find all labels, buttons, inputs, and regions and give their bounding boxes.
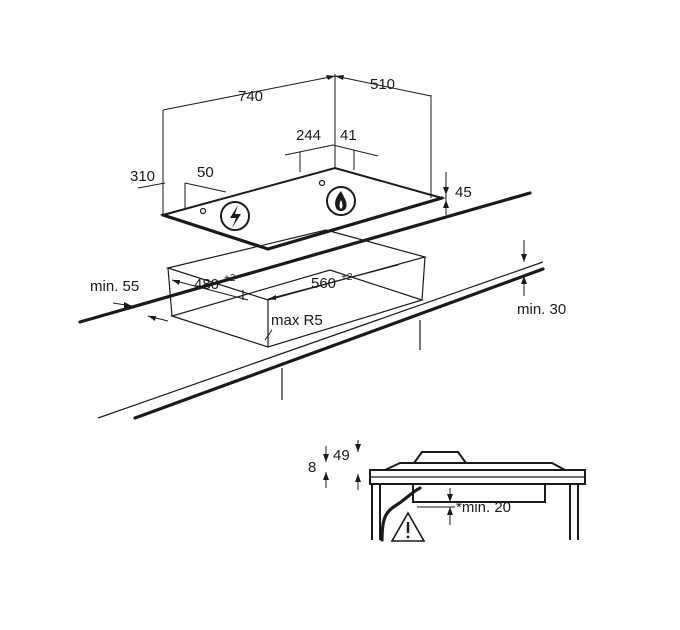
arrowhead xyxy=(124,302,132,308)
label-width: 740 xyxy=(238,88,263,105)
dim-line-510 xyxy=(334,75,432,97)
arrowhead xyxy=(355,474,361,482)
label-min-clearance: *min. 20 xyxy=(456,499,511,516)
arrowhead xyxy=(447,494,453,502)
worktop-front-edge xyxy=(133,267,545,420)
flame-icon xyxy=(326,186,356,216)
lightning-icon xyxy=(220,201,250,231)
label-offset-left: 310 xyxy=(130,168,155,185)
arrowhead xyxy=(447,507,453,515)
control-knob-dot xyxy=(318,179,326,187)
cutout-side xyxy=(167,267,173,317)
label-cutout-width: 480 xyxy=(194,276,219,293)
cross-section: 49 8 *min. 20 xyxy=(308,440,586,542)
dim-line-244 xyxy=(284,144,334,156)
hob-right-edge xyxy=(266,196,444,251)
arrowhead xyxy=(323,472,329,480)
arrowhead xyxy=(172,280,180,285)
arrowhead xyxy=(355,444,361,452)
dim-line-560 xyxy=(267,264,399,300)
label-cutout-width-tol: +2 xyxy=(224,273,236,284)
label-inlet-offset: 41 xyxy=(340,127,357,144)
label-height-top: 8 xyxy=(308,459,316,476)
arrowhead xyxy=(268,295,276,300)
arrowhead xyxy=(323,454,329,462)
control-knob-dot xyxy=(199,207,207,215)
hob-top-view: 740 510 310 50 244 41 45 xyxy=(130,74,472,251)
dim-line-480 xyxy=(171,279,249,301)
hob-front-edge xyxy=(161,213,270,251)
label-thickness: 45 xyxy=(455,184,472,201)
label-min-side: min. 55 xyxy=(90,278,139,295)
label-radius: max R5 xyxy=(271,312,323,329)
arrowhead xyxy=(443,200,449,208)
arrowhead xyxy=(148,316,156,321)
dim-line-50 xyxy=(184,182,227,193)
arrowhead xyxy=(335,75,344,80)
worktop-cutout: min. 55 480 +2 560 +2 max R5 min. 30 xyxy=(78,191,566,420)
worktop-back-edge xyxy=(78,191,532,324)
dim-leader-r5 xyxy=(264,329,273,341)
warning-triangle-icon xyxy=(390,511,426,542)
dim-line-740 xyxy=(162,75,336,111)
label-cutout-length: 560 xyxy=(311,275,336,292)
dim-line-310 xyxy=(137,182,166,189)
worktop-front-thin xyxy=(97,261,544,419)
dim-line-41 xyxy=(332,144,379,157)
cutout-side xyxy=(421,256,426,301)
label-offset-small: 50 xyxy=(197,164,214,181)
arrowhead xyxy=(443,187,449,195)
hob-plate xyxy=(384,462,566,471)
arrowhead xyxy=(521,254,527,262)
arrowhead xyxy=(326,75,335,80)
label-inlet-pos: 244 xyxy=(296,127,321,144)
arrowhead xyxy=(521,276,527,284)
label-height-total: 49 xyxy=(333,447,350,464)
burner-cap xyxy=(413,451,467,464)
label-cutout-length-tol: +2 xyxy=(341,272,353,283)
label-depth: 510 xyxy=(370,76,395,93)
label-min-front: min. 30 xyxy=(517,301,566,318)
gas-pipe xyxy=(380,486,422,542)
